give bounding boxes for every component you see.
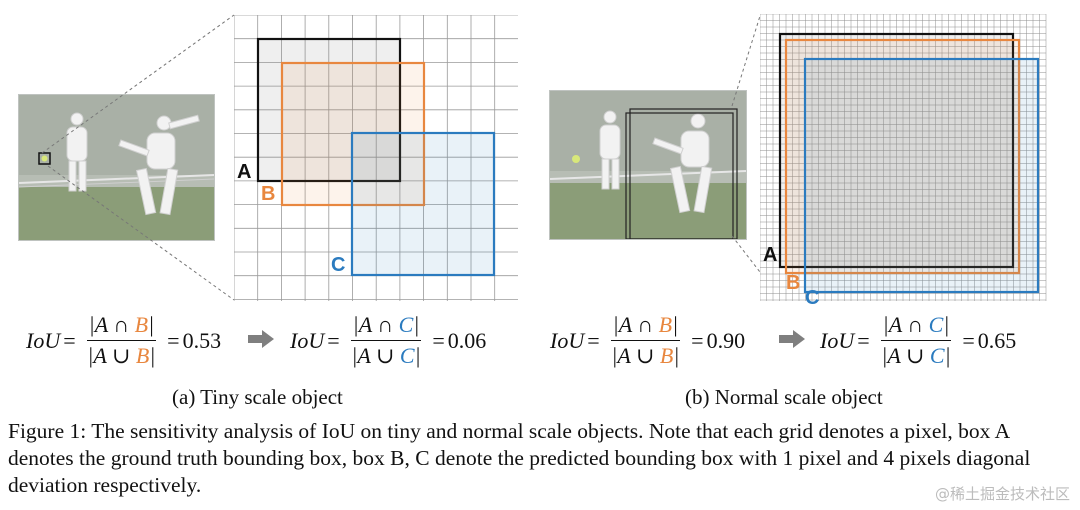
box-label-a-normal: A	[763, 244, 778, 266]
pixel-grid-normal	[760, 14, 1047, 301]
box-b-normal	[784, 38, 1021, 275]
box-label-c: C	[331, 254, 346, 276]
box-label-b: B	[261, 183, 276, 205]
box-label-c-normal: C	[805, 287, 820, 309]
box-a-normal	[778, 32, 1015, 269]
box-label-b-normal: B	[786, 272, 801, 294]
iou-formula-ac-tiny: IoU= |A ∩ C| |A ∪ C| =0.06	[290, 312, 487, 368]
iou-formula-ab-normal: IoU= |A ∩ B| |A ∪ B| =0.90	[550, 312, 746, 368]
box-c-normal	[803, 57, 1040, 294]
figure-caption: Figure 1: The sensitivity analysis of Io…	[8, 419, 1031, 497]
subcaption-b: (b) Normal scale object	[685, 385, 883, 409]
zoom-lines-b	[731, 15, 761, 273]
iou-formula-ac-normal: IoU= |A ∩ C| |A ∪ C| =0.65	[820, 312, 1017, 368]
tennis-photo-normal	[549, 90, 747, 240]
iou-formula-ab-tiny: IoU= |A ∩ B| |A ∪ B| =0.53	[26, 312, 222, 368]
subcaption-a: (a) Tiny scale object	[172, 385, 343, 409]
box-c	[350, 131, 496, 277]
watermark: @稀土掘金技术社区	[934, 485, 1070, 503]
zoom-lines	[41, 14, 235, 301]
box-label-a: A	[237, 161, 252, 183]
arrow-right-icon-b	[779, 330, 805, 348]
arrow-right-icon	[248, 330, 274, 348]
pixel-grid-tiny	[234, 15, 518, 301]
